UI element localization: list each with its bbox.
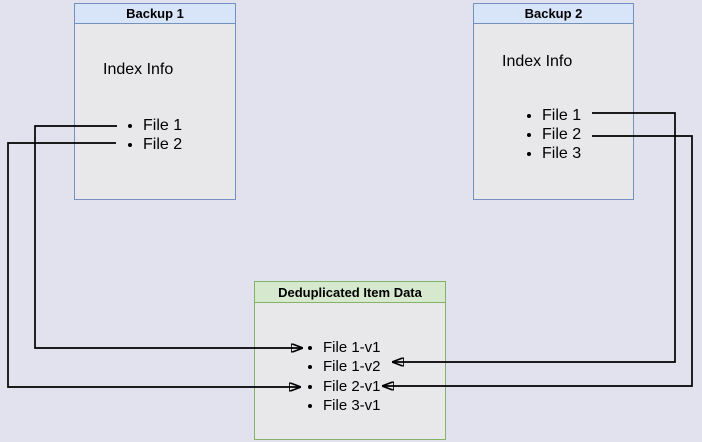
dedup-file-list: File 1-v1 File 1-v2 File 2-v1 File 3-v1 xyxy=(255,338,381,416)
backup1-subtitle: Index Info xyxy=(103,61,174,78)
backup2-title: Backup 2 xyxy=(474,4,633,24)
list-item: File 1 xyxy=(143,116,182,135)
list-item: File 3 xyxy=(542,144,581,163)
backup1-box: Backup 1 Index Info File 1 File 2 xyxy=(74,3,236,200)
list-item: File 1-v2 xyxy=(323,357,381,376)
backup1-title: Backup 1 xyxy=(75,4,235,24)
dedup-box: Deduplicated Item Data File 1-v1 File 1-… xyxy=(254,281,446,440)
list-item: File 1 xyxy=(542,106,581,125)
list-item: File 2-v1 xyxy=(323,377,381,396)
backup2-subtitle: Index Info xyxy=(502,53,573,70)
list-item: File 2 xyxy=(143,135,182,154)
dedup-title: Deduplicated Item Data xyxy=(255,282,445,303)
backup2-box: Backup 2 Index Info File 1 File 2 File 3 xyxy=(473,3,634,200)
list-item: File 3-v1 xyxy=(323,396,381,415)
list-item: File 2 xyxy=(542,125,581,144)
list-item: File 1-v1 xyxy=(323,338,381,357)
backup1-file-list: File 1 File 2 xyxy=(75,116,182,154)
backup2-file-list: File 1 File 2 File 3 xyxy=(474,106,581,163)
